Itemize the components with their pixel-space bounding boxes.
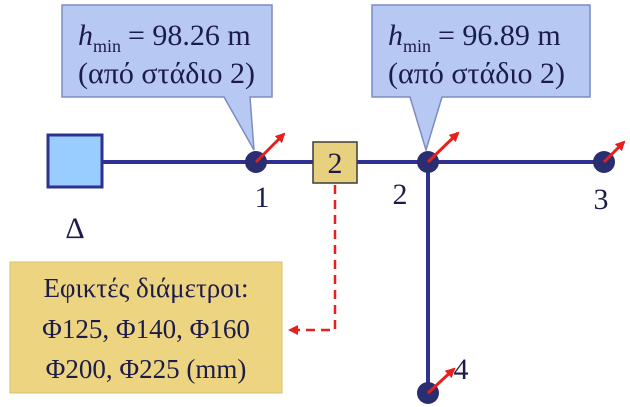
hmin-value: = 98.26 m: [128, 19, 251, 52]
callout-node-1-hmin: hmin = 98.26 m: [78, 19, 251, 56]
options-line-3: Φ200, Φ225 (mm): [46, 354, 247, 384]
node-4-demand-arrow: [426, 367, 456, 395]
callout-node-2-hmin: hmin = 96.89 m: [388, 19, 561, 56]
diameter-options-box-bg: [9, 261, 283, 394]
node-2-demand-arrow: [426, 131, 460, 164]
callout-node-1: hmin = 98.26 m (από στάδιο 2): [61, 4, 273, 151]
options-line-1: Εφικτές διάμετροι:: [43, 273, 248, 303]
node-3-demand-arrow: [602, 140, 626, 164]
hmin-subscript: min: [93, 36, 121, 56]
options-line-2: Φ125, Φ140, Φ160: [42, 314, 250, 344]
node-1-demand-arrow: [254, 132, 286, 164]
callout-node-1-shape: [61, 4, 273, 151]
node-4-label: 4: [454, 353, 469, 386]
diameter-options-box: Εφικτές διάμετροι: Φ125, Φ140, Φ160 Φ200…: [9, 261, 283, 394]
reservoir-square: [46, 133, 104, 189]
callout-node-2: hmin = 96.89 m (από στάδιο 2): [371, 4, 591, 153]
pipe-box-label: 2: [328, 147, 343, 180]
hmin-subscript: min: [403, 36, 431, 56]
node-3-label: 3: [594, 183, 609, 216]
callout-node-2-note: (από στάδιο 2): [388, 57, 565, 90]
node-1-label: 1: [255, 181, 270, 214]
reservoir-label: Δ: [65, 212, 84, 245]
callout-node-2-shape: [371, 4, 591, 153]
hmin-symbol: h: [78, 19, 93, 52]
node-2-label: 2: [393, 178, 408, 211]
callout-node-1-note: (από στάδιο 2): [78, 57, 255, 90]
hmin-symbol: h: [388, 19, 403, 52]
options-connector-dashed: [288, 185, 337, 335]
pipe-box: [312, 141, 358, 184]
hmin-value: = 96.89 m: [438, 19, 561, 52]
